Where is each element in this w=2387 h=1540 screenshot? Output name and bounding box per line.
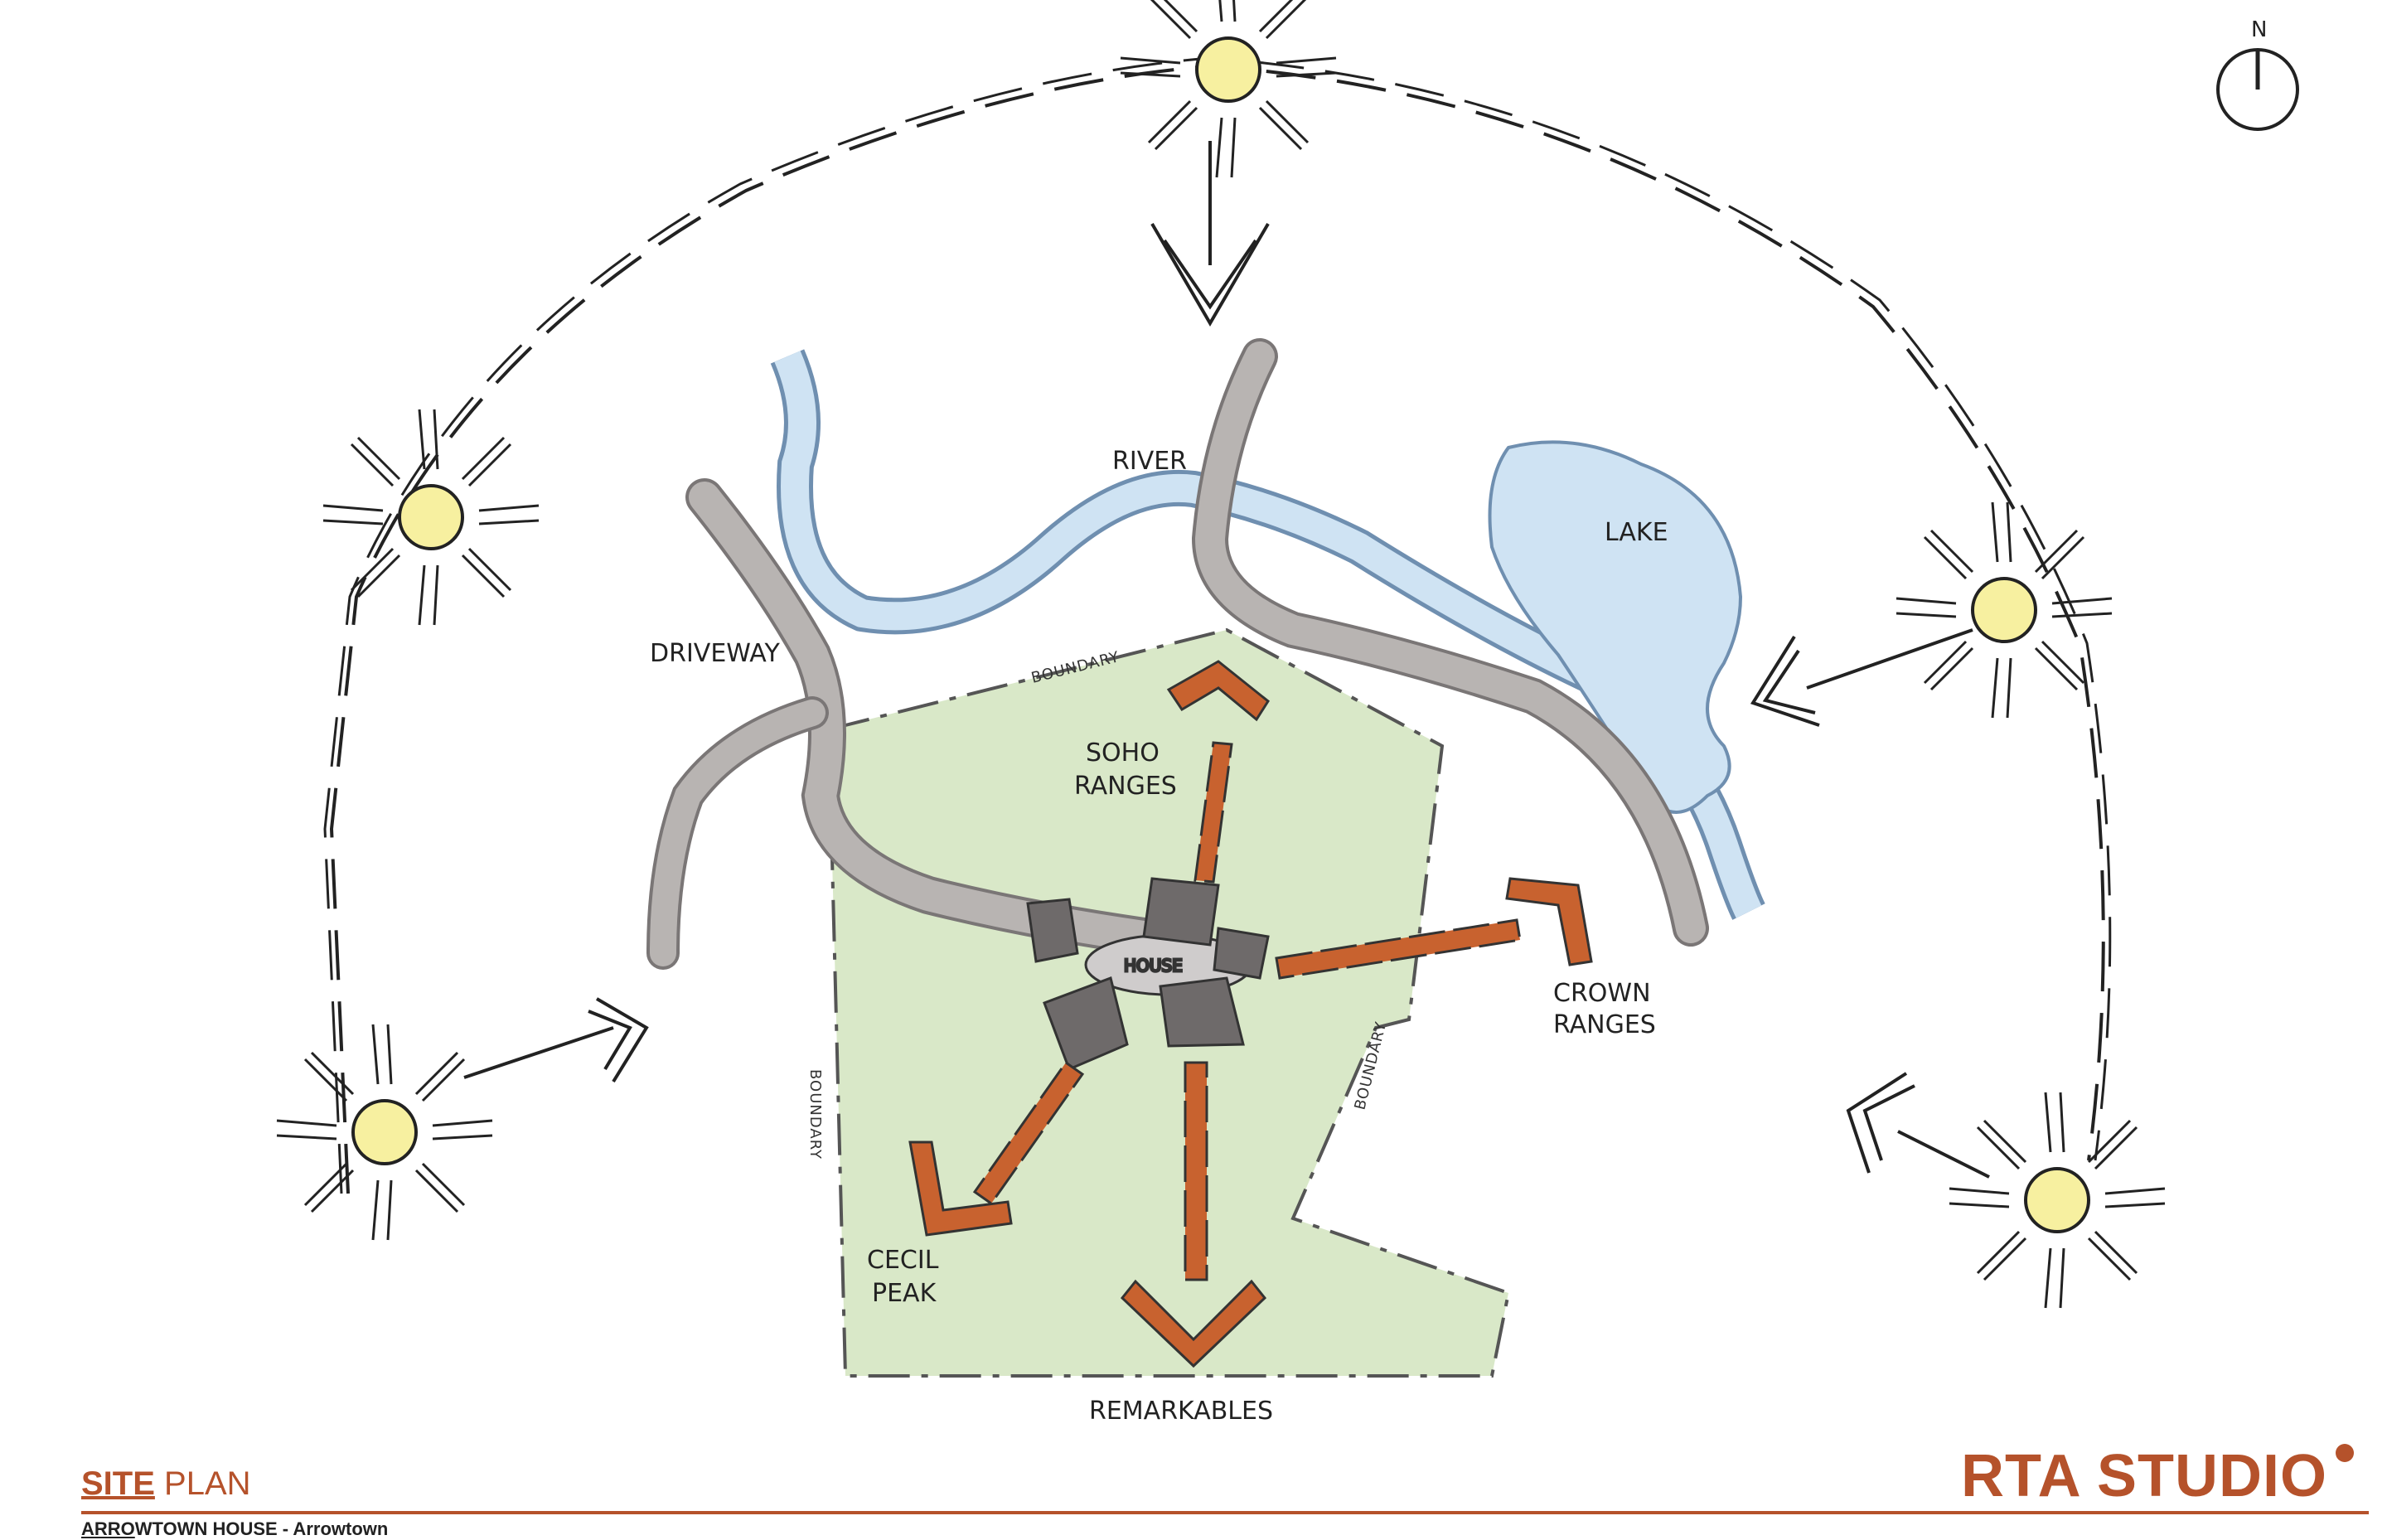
cecil-label-1: CECIL (867, 1246, 939, 1275)
soho-label-2: RANGES (1074, 772, 1177, 801)
house-label: HOUSE (1124, 956, 1183, 976)
boundary-label-left: BOUNDARY (806, 1069, 824, 1160)
driveway-label: DRIVEWAY (650, 639, 780, 668)
north-label: N (2251, 17, 2267, 42)
brand-logo: RTA STUDIO (1961, 1443, 2327, 1509)
crown-label-1: CROWN (1553, 979, 1651, 1008)
footer-subtitle-part1: ARRO (81, 1518, 135, 1539)
sun-icon (322, 408, 540, 627)
cecil-label-2: PEAK (872, 1279, 937, 1308)
driveway (646, 338, 1709, 970)
soho-label-1: SOHO (1086, 739, 1160, 768)
remarkables-label: REMARKABLES (1089, 1397, 1273, 1426)
view-arrow-icon (908, 660, 1593, 1368)
sun-icon (1895, 501, 2113, 719)
sun-icon (1948, 1091, 2167, 1310)
footer-title-part1: SITE (81, 1465, 155, 1502)
footer-rule (81, 1511, 2369, 1514)
footer-subtitle-part2: WTOWN HOUSE - Arrowtown (134, 1518, 389, 1539)
river-label: RIVER (1112, 447, 1187, 476)
lake (1488, 440, 1743, 814)
north-arrow-icon: N (2216, 17, 2299, 131)
footer-subtitle: ARROWTOWN HOUSE - Arrowtown (81, 1518, 388, 1540)
footer-title: SITE PLAN (81, 1465, 251, 1503)
sun-path (329, 64, 2105, 1194)
footer-title-part2: PLAN (164, 1465, 251, 1502)
brand-dot (2336, 1444, 2354, 1462)
crown-label-2: RANGES (1553, 1010, 1656, 1039)
sun-icon (1119, 0, 1338, 179)
sun-ray-arrows (463, 141, 1990, 1179)
house: HOUSE (1026, 877, 1270, 1071)
lake-label: LAKE (1605, 518, 1668, 547)
sun-icon (275, 1023, 494, 1242)
